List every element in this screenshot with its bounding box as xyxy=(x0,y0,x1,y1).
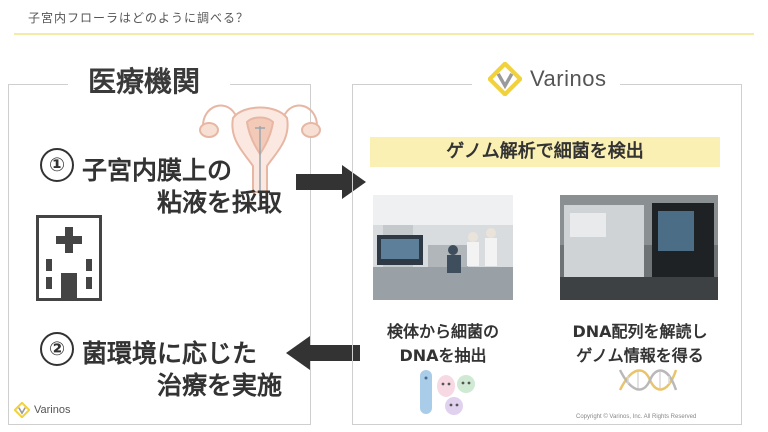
varinos-logo-icon xyxy=(488,62,522,96)
caption-extract-line1: 検体から細菌の xyxy=(386,322,499,341)
genome-analysis-banner: ゲノム解析で細菌を検出 xyxy=(370,137,720,167)
step-2-number: ② xyxy=(40,332,74,366)
step-1-number: ① xyxy=(40,148,74,182)
slide-title: 子宮内フローラはどのように調べる？ xyxy=(28,11,250,25)
step-2-text-line1: 菌環境に応じた xyxy=(82,339,258,368)
step-1-text-line2: 粘液を採取 xyxy=(157,188,283,217)
bacteria-illustration xyxy=(420,370,475,415)
medical-institution-panel xyxy=(8,84,311,425)
sequencer-photo xyxy=(560,195,718,300)
dna-helix-illustration xyxy=(618,369,678,391)
varinos-logo-icon xyxy=(14,402,30,418)
arrow-right-icon xyxy=(296,165,366,199)
medical-institution-title: 医療機関 xyxy=(84,60,205,100)
step-1-text-line1: 子宮内膜上の xyxy=(82,156,233,185)
slide-header: 子宮内フローラはどのように調べる？ xyxy=(0,0,768,35)
panel-border xyxy=(230,84,310,85)
arrow-left-icon xyxy=(286,336,360,370)
uterus-illustration xyxy=(199,104,321,196)
caption-sequence-line2: ゲノム情報を得る xyxy=(576,346,704,365)
panel-border xyxy=(352,84,472,85)
header-rule xyxy=(14,33,754,35)
panel-border xyxy=(620,84,741,85)
lab-photo xyxy=(373,195,513,300)
caption-extract-line2: DNAを抽出 xyxy=(399,346,487,365)
varinos-logo-text: Varinos xyxy=(34,404,71,416)
varinos-logo: Varinos xyxy=(482,62,613,96)
step-2-text-line2: 治療を実施 xyxy=(157,371,283,400)
hospital-icon xyxy=(36,215,102,301)
varinos-panel xyxy=(352,84,742,425)
panel-border xyxy=(8,84,68,85)
varinos-logo-text: Varinos xyxy=(530,66,607,91)
varinos-logo-small: Varinos xyxy=(14,402,70,418)
caption-sequence-line1: DNA配列を解読し xyxy=(572,322,708,341)
copyright-notice: Copyright © Varinos, Inc. All Rights Res… xyxy=(576,414,697,420)
